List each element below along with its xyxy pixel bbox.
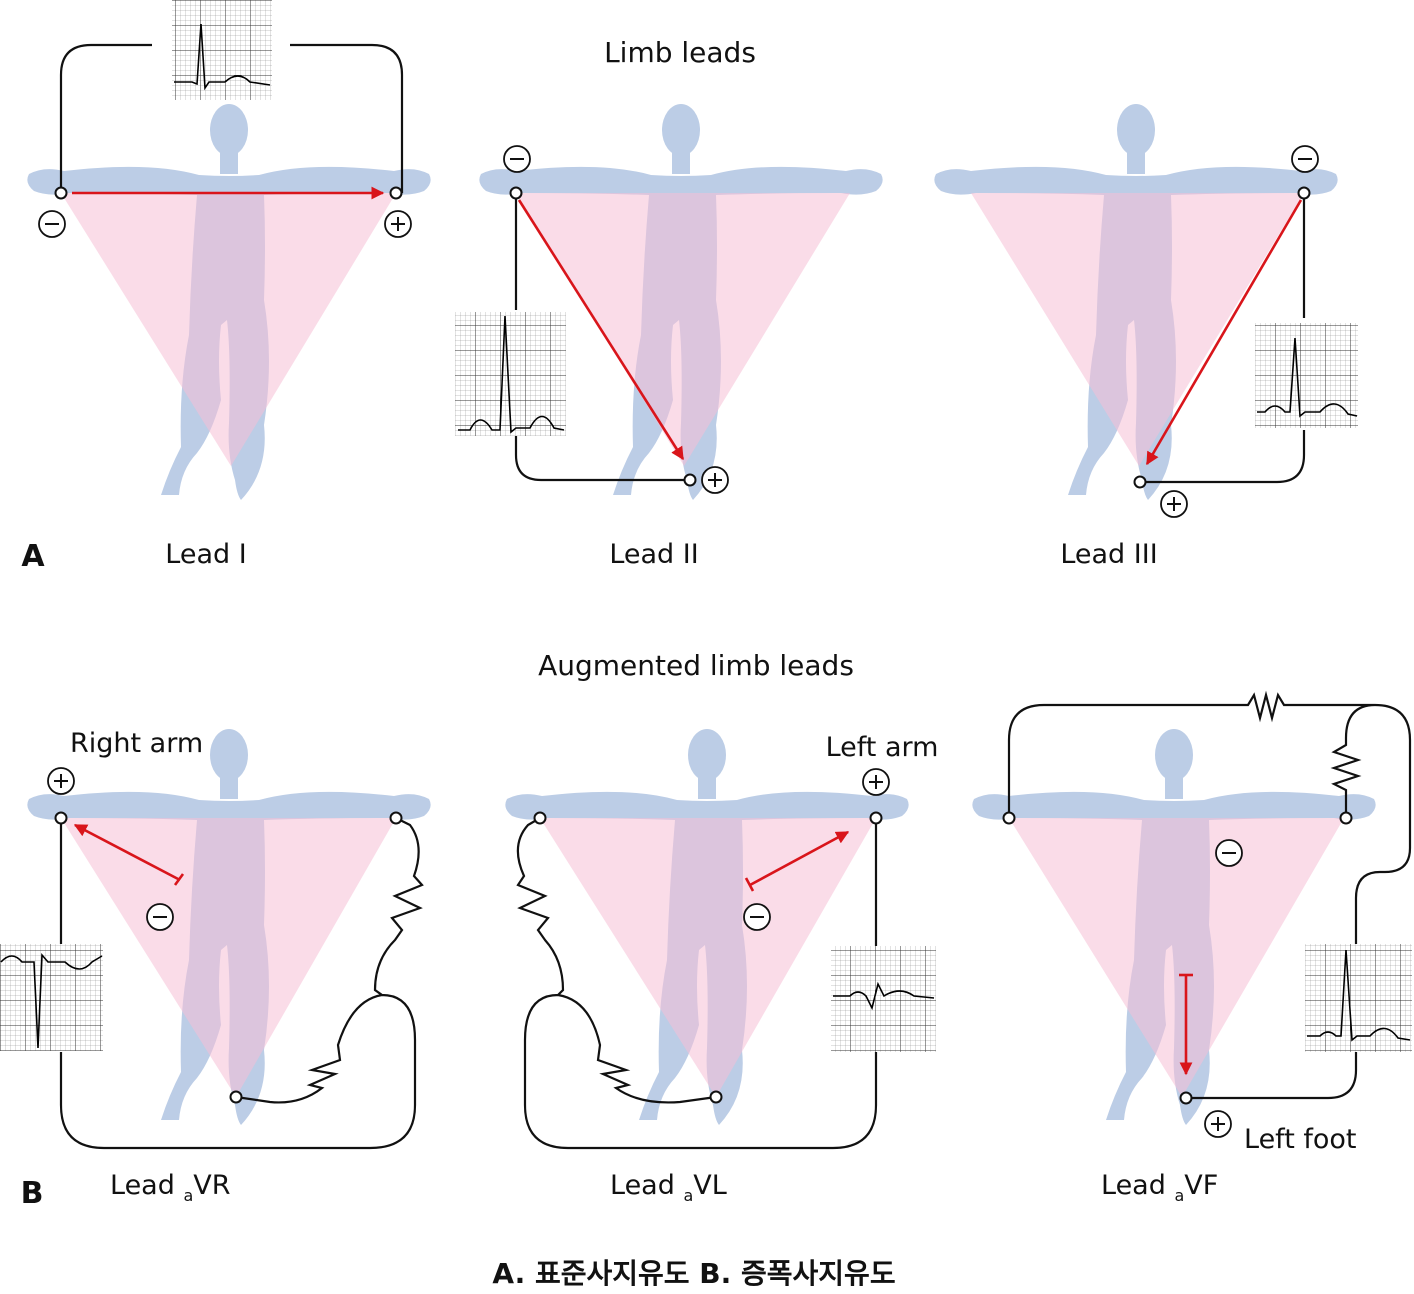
lead-i-label: Lead I bbox=[165, 539, 246, 570]
lead-i-panel: Lead I bbox=[27, 0, 431, 570]
lead-avr-panel: Right arm Lead aVR bbox=[0, 728, 431, 1205]
lead-wire bbox=[1140, 193, 1306, 484]
einthoven-triangle bbox=[516, 193, 850, 466]
section-a-tag: A bbox=[21, 539, 45, 574]
augmented-limb-leads-title: Augmented limb leads bbox=[538, 649, 854, 682]
plus-sign bbox=[384, 210, 412, 238]
left-foot-electrode bbox=[229, 1090, 243, 1104]
lead-wire bbox=[514, 193, 690, 482]
minus-sign bbox=[1291, 145, 1319, 173]
lead-avr-label: Lead aVR bbox=[110, 1170, 231, 1205]
left-foot-electrode bbox=[709, 1090, 723, 1104]
left-foot-electrode bbox=[1179, 1091, 1193, 1105]
lead-vector bbox=[1145, 199, 1303, 466]
limb-leads-title: Limb leads bbox=[604, 36, 756, 69]
left-arm-electrode bbox=[1297, 186, 1311, 200]
minus-sign bbox=[503, 145, 531, 173]
lead-wire bbox=[59, 43, 404, 193]
plus-sign bbox=[1160, 490, 1188, 518]
left-arm-electrode bbox=[869, 811, 883, 825]
left-foot-electrode bbox=[1133, 475, 1147, 489]
plus-sign bbox=[1204, 1110, 1232, 1138]
vector-tail-bar bbox=[744, 877, 755, 892]
lead-avf-label: Lead aVF bbox=[1101, 1170, 1218, 1205]
einthoven-triangle bbox=[1009, 818, 1344, 1097]
lead-vector bbox=[73, 823, 181, 882]
lead-wire bbox=[516, 817, 878, 1150]
lead-vector bbox=[517, 199, 685, 461]
plus-sign bbox=[862, 768, 890, 796]
right-arm-electrode bbox=[54, 811, 68, 825]
minus-sign bbox=[743, 903, 771, 931]
section-b-tag: B bbox=[21, 1176, 44, 1211]
plus-sign bbox=[47, 767, 75, 795]
ecg-strip bbox=[0, 944, 103, 1051]
lead-ii-panel: Lead II bbox=[455, 104, 883, 570]
minus-sign bbox=[1215, 839, 1243, 867]
einthoven-triangle bbox=[971, 193, 1304, 466]
right-arm-electrode bbox=[54, 186, 68, 200]
right-arm-electrode bbox=[509, 186, 523, 200]
ecg-strip bbox=[1305, 944, 1412, 1052]
einthoven-triangle bbox=[540, 818, 876, 1097]
ecg-strip bbox=[831, 946, 936, 1052]
ecg-strip bbox=[1255, 323, 1358, 428]
right-arm-electrode bbox=[533, 811, 547, 825]
left-arm-electrode bbox=[1339, 811, 1353, 825]
plus-sign bbox=[701, 466, 729, 494]
ecg-strip bbox=[455, 312, 566, 436]
left-arm-label: Left arm bbox=[826, 732, 939, 763]
left-arm-electrode bbox=[389, 186, 403, 200]
lead-avl-panel: Left arm Lead aVL bbox=[505, 729, 938, 1205]
lead-avl-label: Lead aVL bbox=[610, 1170, 727, 1205]
left-foot-electrode bbox=[683, 473, 697, 487]
lead-iii-label: Lead III bbox=[1060, 539, 1157, 570]
ecg-strip bbox=[172, 0, 272, 100]
lead-ii-label: Lead II bbox=[609, 539, 698, 570]
figure-caption: A. 표준사지유도 B. 증폭사지유도 bbox=[492, 1257, 895, 1290]
lead-avf-panel: Left foot Lead aVF bbox=[972, 690, 1412, 1205]
lead-wire bbox=[59, 817, 424, 1150]
lead-wire bbox=[1007, 690, 1412, 1100]
left-foot-label: Left foot bbox=[1244, 1124, 1357, 1155]
einthoven-triangle bbox=[61, 193, 396, 466]
minus-sign bbox=[146, 903, 174, 931]
lead-vector bbox=[749, 830, 850, 887]
vector-tail-bar bbox=[173, 873, 185, 886]
left-arm-electrode bbox=[389, 811, 403, 825]
right-arm-label: Right arm bbox=[70, 728, 203, 759]
minus-sign bbox=[38, 210, 66, 238]
right-arm-electrode bbox=[1002, 811, 1016, 825]
einthoven-triangle bbox=[61, 818, 396, 1097]
lead-iii-panel: Lead III bbox=[934, 104, 1358, 570]
